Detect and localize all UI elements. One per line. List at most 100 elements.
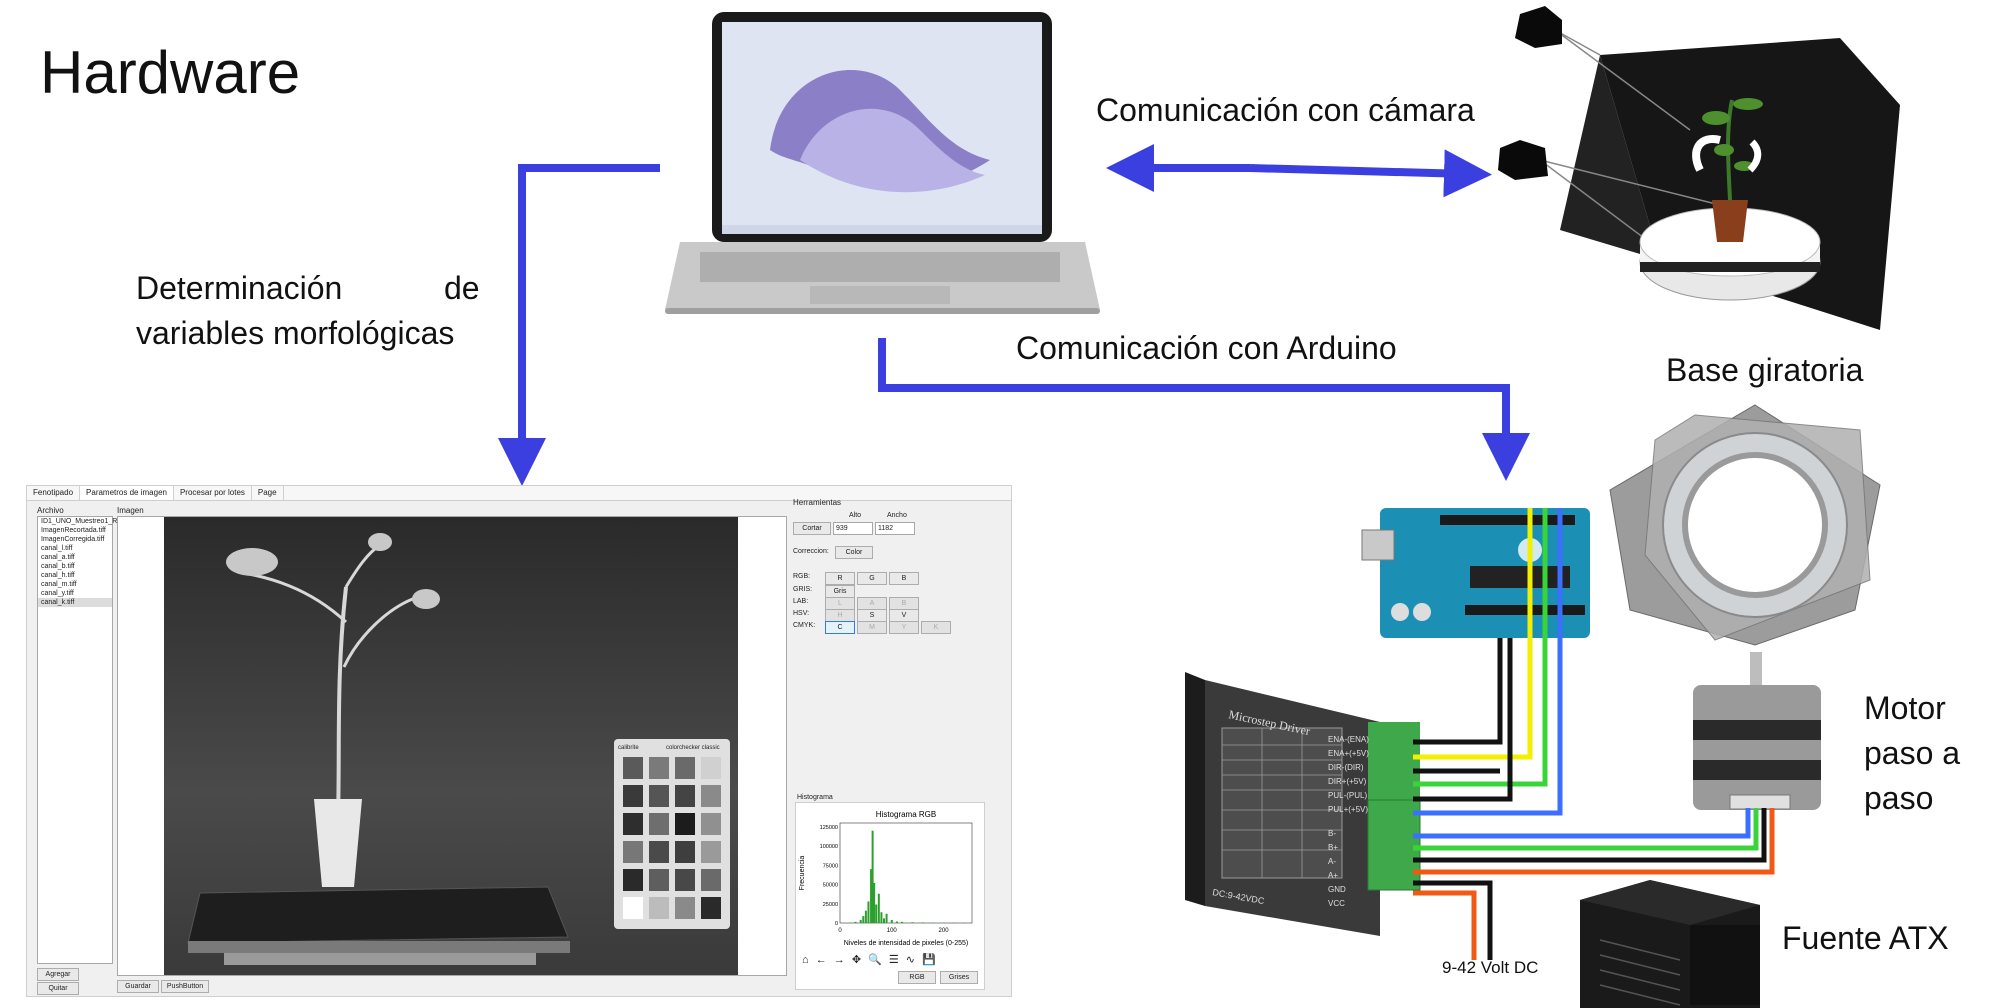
histogram-bar: [901, 921, 904, 923]
color-patch: [623, 813, 643, 835]
laptop-image: [665, 12, 1100, 314]
histogram-bar: [890, 919, 893, 923]
color-patch: [623, 841, 643, 863]
photo-booth-image: [1498, 6, 1900, 330]
image-frame: calibrite colorchecker classic: [117, 516, 787, 976]
microstep-driver-image: [1185, 672, 1421, 936]
file-list-item[interactable]: canal_l.tiff: [41, 545, 73, 552]
channel-button[interactable]: Y: [889, 621, 919, 634]
cortar-button[interactable]: Cortar: [793, 522, 831, 535]
color-button[interactable]: Color: [835, 546, 873, 559]
driver-pin-label: PUL+(+5V): [1328, 805, 1368, 814]
tab-0[interactable]: Fenotipado: [27, 486, 81, 500]
driver-pin-label: ENA+(+5V): [1328, 749, 1369, 758]
channel-button[interactable]: K: [921, 621, 951, 634]
file-list-item[interactable]: canal_b.tiff: [41, 563, 75, 570]
alto-field[interactable]: 939: [833, 522, 873, 535]
arduino-comm-label: Comunicación con Arduino: [1016, 330, 1397, 366]
channel-button[interactable]: C: [825, 621, 855, 634]
channel-button[interactable]: M: [857, 621, 887, 634]
histogram-bar: [859, 919, 862, 923]
histogram-ylabel: Frecuencia: [799, 856, 806, 891]
histogram-bar: [895, 921, 898, 923]
tab-1[interactable]: Parametros de imagen: [80, 486, 174, 500]
color-patch: [623, 757, 643, 779]
voltage-label: 9-42 Volt DC: [1442, 958, 1539, 977]
motor-label-3: paso: [1864, 780, 1934, 816]
color-patch: [675, 813, 695, 835]
file-list-item[interactable]: ID1_UNO_Muestreo1_R: [41, 518, 118, 525]
color-patch: [675, 897, 695, 919]
channel-button[interactable]: B: [889, 572, 919, 585]
color-patch: [649, 869, 669, 891]
x-tick-label: 100: [887, 928, 898, 934]
file-list-item[interactable]: ImagenRecortada.tiff: [41, 527, 106, 534]
page-title: Hardware: [40, 39, 301, 106]
channel-button[interactable]: R: [825, 572, 855, 585]
color-patch: [701, 897, 721, 919]
file-list-item[interactable]: ImagenCorregida.tiff: [41, 536, 105, 543]
plot-toolbar[interactable]: ⌂ ← → ✥ 🔍 ☰ ∿ 💾: [802, 954, 938, 966]
arrow-camera-comm-right: [1249, 149, 1492, 198]
rotating-base-label: Base giratoria: [1666, 352, 1864, 388]
color-patch: [701, 869, 721, 891]
morph-label-line1: Determinación: [136, 270, 343, 306]
arrow-laptop-to-app: [498, 164, 660, 486]
histogram-bar: [873, 883, 876, 923]
driver-pin-label: PUL-(PUL): [1328, 791, 1367, 800]
tab-3[interactable]: Page: [252, 486, 284, 500]
rgb-button[interactable]: RGB: [898, 971, 936, 984]
histograma-label: Histograma: [797, 794, 833, 801]
motor-label-1: Motor: [1864, 690, 1946, 726]
archivo-label: Archivo: [37, 506, 64, 515]
guardar-button[interactable]: Guardar: [117, 980, 159, 993]
histogram-bar: [849, 922, 852, 924]
color-patch: [623, 869, 643, 891]
arduino-image: [1361, 508, 1590, 638]
pushbutton-button[interactable]: PushButton: [161, 980, 209, 993]
calibrite-label: calibrite: [618, 745, 639, 751]
histogram-chart: Histograma RGB Niveles de intensidad de p…: [799, 810, 973, 947]
histogram-bar: [864, 910, 867, 923]
agregar-button[interactable]: Agregar: [37, 968, 79, 981]
morph-label-line1-de: de: [444, 270, 480, 306]
file-list-item[interactable]: canal_y.tiff: [41, 590, 74, 597]
driver-pin-label: DIR-(DIR): [1328, 763, 1364, 772]
ancho-field[interactable]: 1182: [875, 522, 915, 535]
y-tick-label: 100000: [820, 844, 838, 850]
color-patch: [623, 897, 643, 919]
histogram-group: Histograma RGB Niveles de intensidad de p…: [795, 802, 985, 990]
file-list-item[interactable]: canal_h.tiff: [41, 572, 75, 579]
driver-pin-label: A+: [1328, 871, 1338, 880]
grises-button[interactable]: Grises: [940, 971, 978, 984]
y-tick-label: 125000: [820, 825, 838, 831]
file-list-item[interactable]: canal_m.tiff: [41, 581, 77, 588]
histogram-bar: [952, 922, 955, 924]
file-list-item[interactable]: canal_a.tiff: [41, 554, 75, 561]
correccion-label: Correccion:: [793, 548, 829, 555]
histogram-bar: [880, 912, 883, 923]
colorchecker-label: colorchecker classic: [666, 745, 720, 751]
color-patch: [701, 757, 721, 779]
tab-2[interactable]: Procesar por lotes: [174, 486, 252, 500]
color-patch: [675, 757, 695, 779]
histogram-xlabel: Niveles de intensidad de pixeles (0-255): [844, 940, 969, 947]
y-tick-label: 0: [835, 921, 838, 927]
driver-pin-labels: ENA-(ENA)ENA+(+5V)DIR-(DIR)DIR+(+5V)PUL-…: [1328, 735, 1369, 908]
file-list-item[interactable]: canal_k.tiff: [38, 598, 112, 607]
color-patch: [649, 841, 669, 863]
driver-pin-label: GND: [1328, 885, 1346, 894]
channel-button[interactable]: G: [857, 572, 887, 585]
color-patch: [675, 841, 695, 863]
color-patch: [701, 785, 721, 807]
quitar-button[interactable]: Quitar: [37, 982, 79, 995]
alto-label: Alto: [849, 512, 862, 519]
rotating-base-image: [1609, 404, 1881, 646]
histogram-title: Histograma RGB: [876, 810, 936, 819]
histogram-bar: [942, 922, 945, 924]
arrow-laptop-to-arduino: [878, 338, 1530, 481]
imagen-label: Imagen: [117, 506, 144, 515]
driver-pin-label: DIR+(+5V): [1328, 777, 1367, 786]
